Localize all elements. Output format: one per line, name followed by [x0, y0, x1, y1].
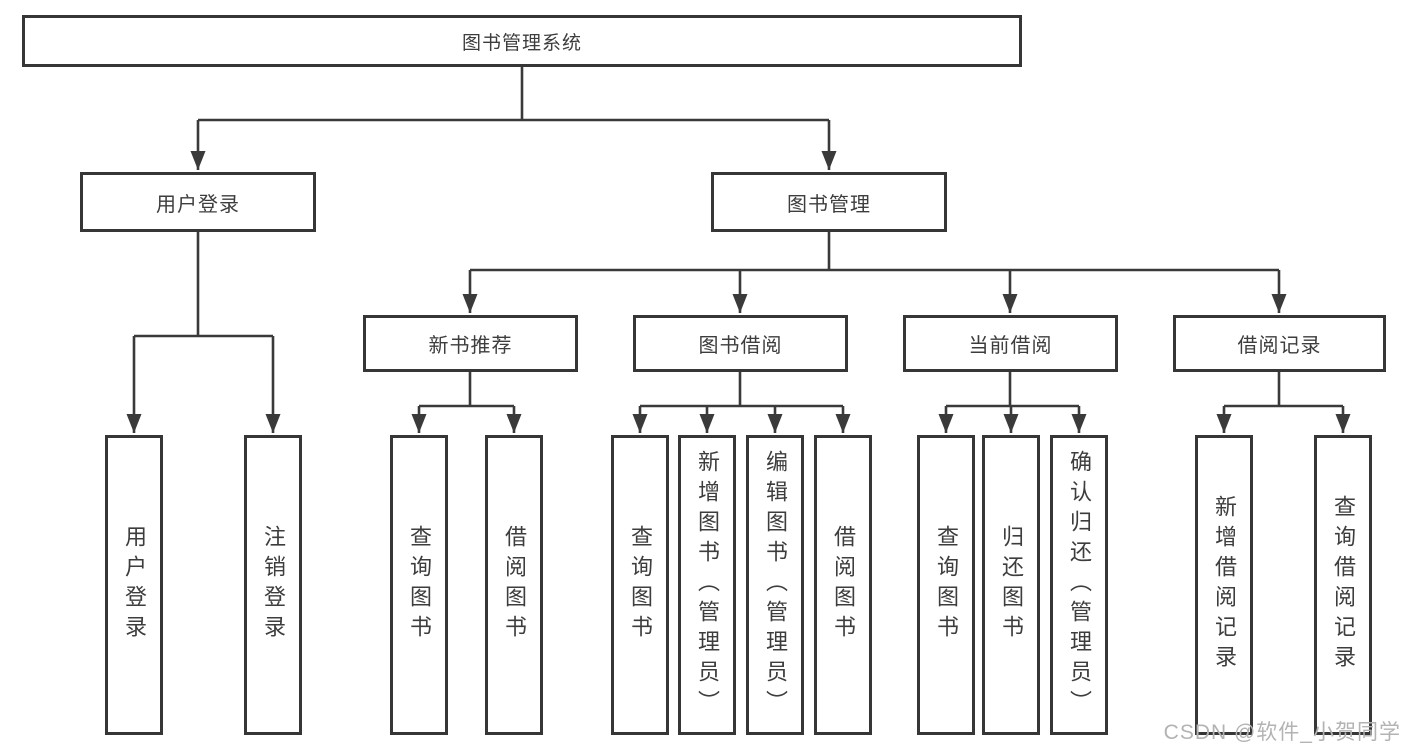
leaf-query-books-recommend: 查询图书 [390, 435, 448, 735]
leaf-confirm-return-admin: 确认归还（管理员） [1050, 435, 1108, 735]
node-current-borrow: 当前借阅 [903, 315, 1118, 372]
node-book-borrow: 图书借阅 [633, 315, 848, 372]
node-library-system: 图书管理系统 [22, 15, 1022, 67]
node-user-login: 用户登录 [80, 172, 316, 232]
node-new-book-recommend: 新书推荐 [363, 315, 578, 372]
leaf-return-book: 归还图书 [982, 435, 1040, 735]
leaf-logout: 注销登录 [244, 435, 302, 735]
leaf-query-books-borrow: 查询图书 [611, 435, 669, 735]
connector-group [126, 67, 1351, 433]
csdn-watermark: CSDN @软件_小贺同学 [1163, 721, 1401, 744]
leaf-borrow-books: 借阅图书 [814, 435, 872, 735]
node-borrow-records: 借阅记录 [1173, 315, 1386, 372]
node-book-management: 图书管理 [711, 172, 947, 232]
leaf-user-login: 用户登录 [105, 435, 163, 735]
leaf-borrow-books-recommend: 借阅图书 [485, 435, 543, 735]
leaf-query-borrow-record: 查询借阅记录 [1314, 435, 1372, 735]
leaf-add-borrow-record: 新增借阅记录 [1195, 435, 1253, 735]
leaf-query-books-current: 查询图书 [917, 435, 975, 735]
leaf-add-book-admin: 新增图书（管理员） [678, 435, 736, 735]
leaf-edit-book-admin: 编辑图书（管理员） [746, 435, 804, 735]
